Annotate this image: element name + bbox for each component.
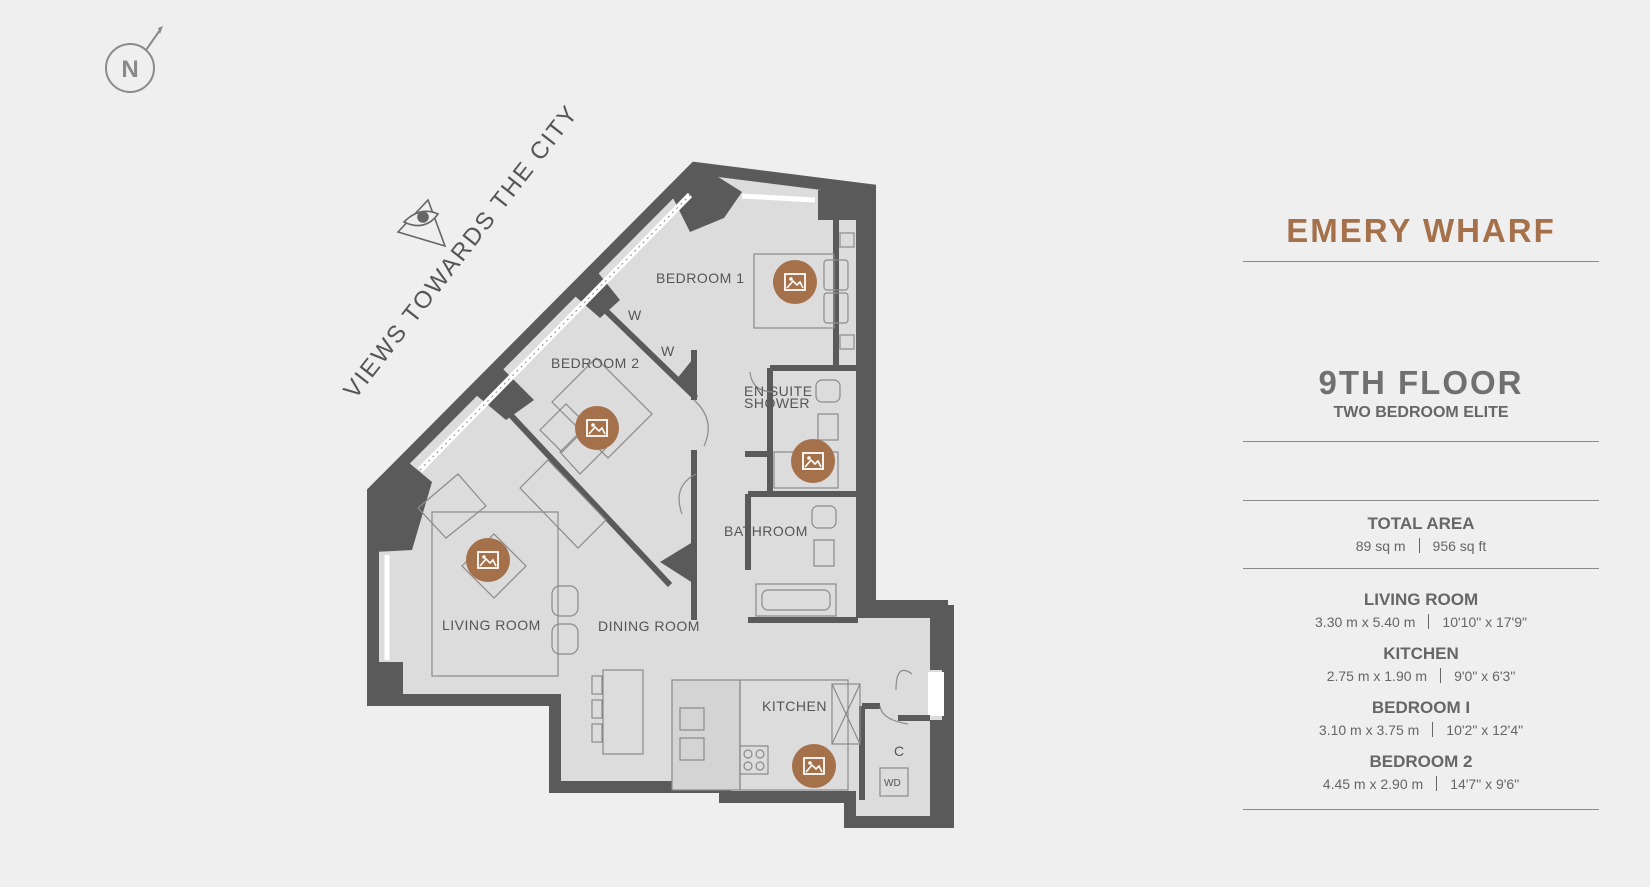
- compass-letter: N: [121, 56, 138, 83]
- room-label-bedroom-2: BEDROOM 2: [551, 355, 640, 371]
- room-label-ensuite-line1: EN SUITE: [744, 383, 813, 399]
- divider: [1243, 441, 1599, 442]
- room-label-dining: DINING ROOM: [598, 618, 700, 634]
- camera-button-living[interactable]: [466, 538, 510, 582]
- floor-plan: N VIEWS TOWARDS THE CITY: [105, 26, 954, 828]
- room-label-bathroom: BATHROOM: [724, 523, 808, 539]
- development-name: EMERY WHARF: [1286, 212, 1556, 249]
- room-label-kitchen: KITCHEN: [762, 698, 827, 714]
- room-imperial: 14'7" x 9'6": [1450, 776, 1520, 792]
- room-dimension-bedroom-2: BEDROOM 2 4.45 m x 2.90 m 14'7" x 9'6": [1243, 752, 1599, 792]
- floor-title: 9TH FLOOR: [1318, 364, 1524, 401]
- camera-button-bedroom-1[interactable]: [773, 260, 817, 304]
- total-area-imperial: 956 sq ft: [1432, 538, 1487, 554]
- image-icon: [803, 757, 825, 775]
- room-label-living: LIVING ROOM: [442, 617, 541, 633]
- image-icon: [477, 551, 499, 569]
- room-dimension-kitchen: KITCHEN 2.75 m x 1.90 m 9'0" x 6'3": [1243, 644, 1599, 684]
- divider: [1243, 809, 1599, 810]
- divider: [1243, 500, 1599, 501]
- image-icon: [784, 273, 806, 291]
- wardrobe-label: W: [628, 307, 642, 323]
- cupboard-label: C: [894, 743, 905, 759]
- room-label-bedroom-1: BEDROOM 1: [656, 270, 745, 286]
- room-label-ensuite-line2: SHOWER: [744, 395, 810, 411]
- washer-label: WD: [884, 778, 901, 789]
- apartment-outline: [367, 161, 954, 828]
- divider: [1243, 568, 1599, 569]
- divider: [1243, 261, 1599, 262]
- room-name: BEDROOM 2: [1369, 752, 1473, 771]
- total-area-block: TOTAL AREA 89 sq m 956 sq ft: [1243, 514, 1599, 554]
- room-metric: 3.10 m x 3.75 m: [1318, 722, 1420, 738]
- furniture: [417, 232, 913, 797]
- eye-view-icon: [396, 198, 447, 248]
- camera-button-bedroom-2[interactable]: [575, 406, 619, 450]
- room-dimension-bedroom-1: BEDROOM I 3.10 m x 3.75 m 10'2" x 12'4": [1243, 698, 1599, 738]
- room-name: BEDROOM I: [1371, 698, 1471, 717]
- total-area-metric: 89 sq m: [1355, 538, 1406, 554]
- north-compass-icon: N: [105, 26, 163, 93]
- image-icon: [586, 419, 608, 437]
- room-imperial: 10'2" x 12'4": [1446, 722, 1524, 738]
- camera-button-ensuite[interactable]: [791, 439, 835, 483]
- camera-button-kitchen[interactable]: [792, 744, 836, 788]
- image-icon: [802, 452, 824, 470]
- room-metric: 2.75 m x 1.90 m: [1326, 668, 1428, 684]
- unit-type: TWO BEDROOM ELITE: [1333, 404, 1509, 421]
- room-dimension-living: LIVING ROOM 3.30 m x 5.40 m 10'10" x 17'9…: [1243, 590, 1599, 630]
- room-name: LIVING ROOM: [1363, 590, 1479, 609]
- wardrobe-label: W: [661, 343, 675, 359]
- room-imperial: 9'0" x 6'3": [1454, 668, 1516, 684]
- room-metric: 4.45 m x 2.90 m: [1322, 776, 1424, 792]
- room-imperial: 10'10" x 17'9": [1442, 614, 1527, 630]
- interior-walls: [503, 220, 930, 800]
- total-area-label: TOTAL AREA: [1367, 514, 1475, 533]
- room-metric: 3.30 m x 5.40 m: [1315, 614, 1416, 630]
- room-name: KITCHEN: [1383, 644, 1459, 663]
